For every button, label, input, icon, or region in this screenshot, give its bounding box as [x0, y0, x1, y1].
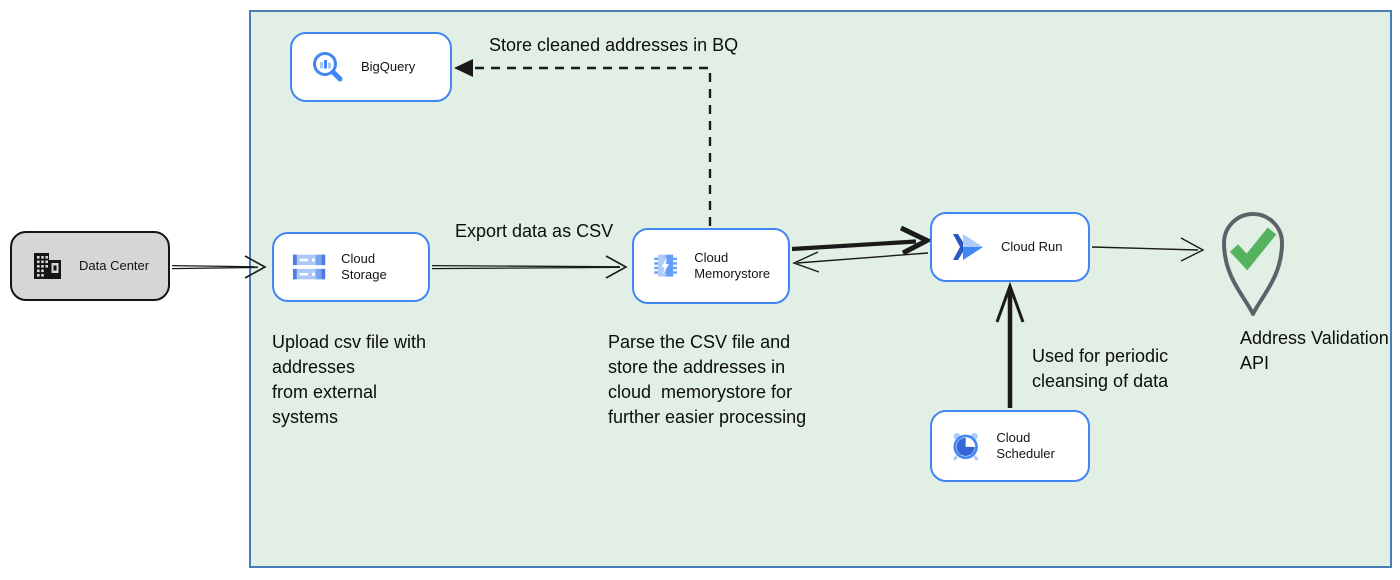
- annotation-parse-csv: Parse the CSV file and store the address…: [608, 332, 807, 427]
- annotation-export-csv: Export data as CSV: [455, 221, 614, 241]
- cloud-boundary-region: [249, 10, 1392, 568]
- bigquery-icon: [313, 52, 343, 82]
- node-cloud-scheduler: Cloud Scheduler: [930, 410, 1090, 482]
- annotation-periodic-cleansing: Used for periodic cleansing of data: [1032, 346, 1169, 391]
- node-label: Cloud Scheduler: [996, 429, 1055, 461]
- node-cloud-storage: Cloud Storage: [272, 232, 430, 302]
- node-label: Cloud Run: [1001, 238, 1063, 254]
- node-label: BigQuery: [361, 58, 416, 74]
- cloud-storage-icon: [292, 254, 326, 280]
- annotation-upload-csv: Upload csv file with addresses from exte…: [272, 332, 427, 427]
- address-validation-api-label: Address Validation API: [1240, 328, 1389, 373]
- cloud-run-icon: [953, 234, 983, 260]
- map-pin-check-icon: [1220, 206, 1286, 318]
- node-label: Cloud Memorystore: [694, 249, 771, 281]
- node-bigquery: BigQuery: [290, 32, 452, 102]
- building-icon: [34, 253, 61, 279]
- node-cloud-run: Cloud Run: [930, 212, 1090, 282]
- node-cloud-memorystore: Cloud Memorystore: [632, 228, 790, 304]
- node-label: Data Center: [79, 257, 150, 273]
- annotation-store-bq: Store cleaned addresses in BQ: [489, 35, 739, 55]
- memorystore-icon: [654, 254, 677, 277]
- node-data-center: Data Center: [10, 231, 170, 301]
- scheduler-icon: [952, 432, 979, 461]
- node-label: Cloud Storage: [341, 250, 387, 282]
